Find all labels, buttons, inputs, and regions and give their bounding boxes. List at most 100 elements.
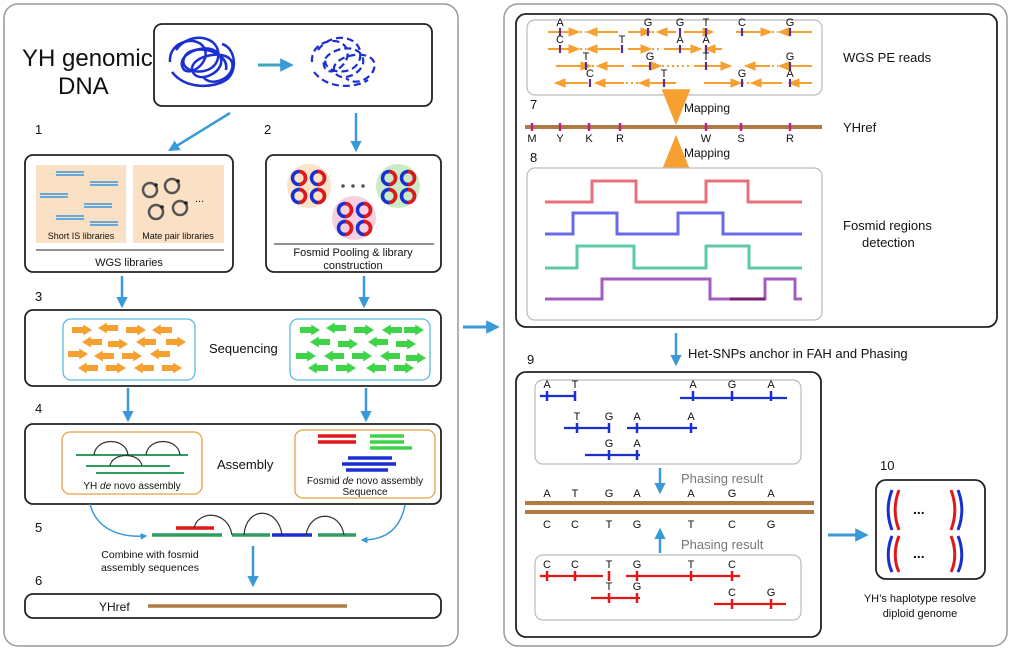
diploid-ellipsis-top: ... [913, 501, 925, 517]
orange-read-arrows [68, 322, 186, 374]
hap1-letter: A [633, 488, 641, 500]
combine-label-1: Combine with fosmid [101, 549, 199, 561]
diploid-label-2: diploid genome [883, 608, 958, 620]
pe-read-letter: C [586, 68, 594, 80]
step-5-label: 5 [35, 520, 42, 535]
combined-scaffold [152, 512, 356, 537]
fosmid-denovo-contigs [318, 434, 412, 472]
mate-pair-label: Mate pair libraries [142, 231, 214, 241]
orange-read-arrow [68, 348, 88, 360]
green-read-arrow [380, 350, 400, 362]
red-read-letter: C [728, 587, 736, 599]
pe-read-letter: A [786, 68, 794, 80]
orange-read-arrow [122, 350, 142, 362]
step-3-label: 3 [35, 289, 42, 304]
hap1-letter: A [543, 488, 551, 500]
fosmid-pooling-label-2: construction [323, 260, 382, 272]
title-dna: DNA [58, 73, 109, 100]
orange-read-arrow [166, 336, 186, 348]
yh-denovo-label: YH de novo assembly [83, 481, 180, 492]
red-read-letter: G [767, 587, 776, 599]
hap2-letter: G [767, 519, 776, 531]
orange-read-arrow [106, 362, 126, 374]
ref-snp-letter: M [527, 133, 536, 145]
yhref-label-right: YHref [843, 120, 877, 135]
green-read-arrow [396, 338, 416, 350]
yhref-label-left: YHref [99, 600, 130, 614]
fosmid-regions-panel [526, 167, 823, 321]
hap1-letter: A [767, 488, 775, 500]
fosmid-denovo-label-1: Fosmid de novo assembly [307, 476, 423, 487]
red-read-letter: T [688, 559, 695, 571]
ref-snp-letter: Y [556, 133, 564, 145]
hap1-letter: G [605, 488, 614, 500]
step-2-label: 2 [264, 122, 271, 137]
fosmid-regions-label-1: Fosmid regions [843, 218, 932, 233]
green-read-arrow [394, 362, 414, 374]
blue-read-letter: A [687, 411, 695, 423]
pe-read-letter: C [738, 17, 746, 29]
het-snps-label: Het-SNPs anchor in FAH and Phasing [688, 346, 908, 361]
green-reads-panel [289, 318, 431, 381]
ref-snp-letter: W [701, 133, 712, 145]
pe-read-letter: G [676, 17, 685, 29]
fosmid-pool-icons [287, 164, 420, 240]
pe-read-letter: A [556, 17, 564, 29]
hap1-letter: G [728, 488, 737, 500]
mate-pair-ellipsis: ... [195, 193, 204, 205]
step-9-label: 9 [527, 352, 534, 367]
mate-pair-panel [133, 165, 224, 243]
blue-read-letter: T [572, 379, 579, 391]
step-7-label: 7 [530, 97, 537, 112]
diploid-box [875, 479, 986, 580]
pe-read-letter: T [703, 51, 710, 63]
orange-read-arrow [136, 336, 156, 348]
fragmented-dna-icon [310, 36, 376, 87]
assembly-label: Assembly [217, 457, 274, 472]
right-panel [503, 3, 1008, 647]
red-read-letter: T [606, 559, 613, 571]
diploid-ellipsis-bottom: ... [913, 545, 925, 561]
step-8-label: 8 [530, 150, 537, 165]
fosmid-denovo-label-2: Sequence [342, 487, 387, 498]
orange-read-arrow [94, 350, 114, 362]
pe-read-letter: T [661, 68, 668, 80]
mapping-label-bottom: Mapping [684, 146, 730, 160]
pe-read-letter: G [738, 68, 747, 80]
red-read-letter: C [728, 559, 736, 571]
short-is-fragments [40, 171, 118, 226]
pe-read-letter: T [703, 17, 710, 29]
short-is-label: Short IS libraries [48, 231, 115, 241]
red-read-letter: G [633, 559, 642, 571]
wgs-libraries-label: WGS libraries [95, 257, 163, 269]
blue-read-letter: A [633, 438, 641, 450]
mate-pair-circles [141, 177, 189, 221]
green-read-arrow [324, 350, 344, 362]
red-read-letter: C [543, 559, 551, 571]
step-6-label: 6 [35, 573, 42, 588]
blue-read-letter: G [605, 411, 614, 423]
orange-read-arrow [82, 336, 102, 348]
red-read-letter: G [633, 581, 642, 593]
green-read-arrow [336, 362, 356, 374]
pe-read-letter: T [619, 34, 626, 46]
combine-label-2: assembly sequences [101, 562, 199, 574]
green-read-arrow [368, 336, 388, 348]
orange-read-arrow [162, 362, 182, 374]
pe-read-letter: G [786, 51, 795, 63]
green-read-arrow [382, 324, 402, 336]
green-read-arrow [326, 322, 346, 334]
pe-read-letter: A [702, 34, 710, 46]
blue-read-letter: A [543, 379, 551, 391]
pe-read-letter: G [644, 17, 653, 29]
green-read-arrow [404, 324, 424, 336]
diploid-label-1: YH’s haplotype resolve [864, 593, 976, 605]
mapping-label-top: Mapping [684, 101, 730, 115]
blue-read-letter: T [574, 411, 581, 423]
fosmid-pooling-label-1: Fosmid Pooling & library [293, 247, 413, 259]
chromosome-pairs [886, 489, 964, 573]
blue-read-letter: A [767, 379, 775, 391]
fosmid-regions-label-2: detection [862, 235, 915, 250]
